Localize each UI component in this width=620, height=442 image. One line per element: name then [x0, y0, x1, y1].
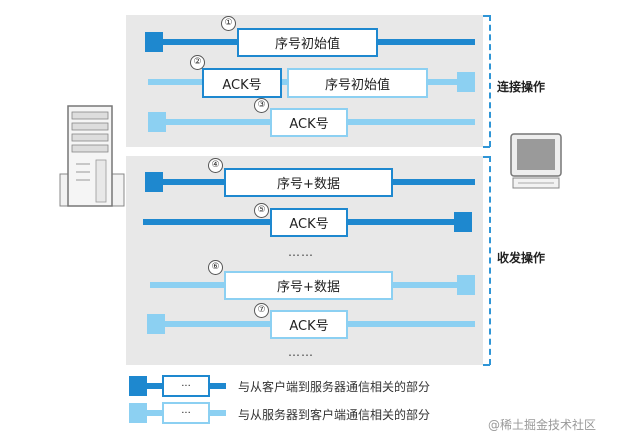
message-2-ack-box: ACK号 — [202, 68, 282, 98]
message-5-box: ACK号 — [270, 208, 348, 237]
legend-dark-box: ··· — [162, 375, 210, 397]
message-2-ack-label: ACK号 — [222, 77, 262, 93]
legend-server-to-client-text: 与从服务器到客户端通信相关的部分 — [238, 408, 431, 422]
connect-brace-bottom — [483, 146, 490, 148]
client-computer-icon — [510, 133, 562, 189]
transfer-phase-label: 收发操作 — [497, 251, 546, 265]
message-3-label: ACK号 — [289, 117, 329, 132]
arrow-7-head — [147, 314, 165, 334]
step-1-badge: ① — [221, 16, 236, 31]
message-5-label: ACK号 — [289, 217, 329, 232]
connect-brace-top — [483, 15, 490, 17]
legend-dark-box-text: ··· — [181, 380, 191, 392]
arrow-6-head — [457, 275, 475, 295]
legend-dark-arrow-head — [129, 376, 147, 396]
connect-phase-label: 连接操作 — [497, 80, 546, 94]
arrow-3-head — [148, 112, 166, 132]
transfer-brace-bottom — [483, 364, 490, 366]
message-3-box: ACK号 — [270, 108, 348, 137]
message-4-box: 序号+数据 — [224, 168, 393, 197]
message-7-box: ACK号 — [270, 310, 348, 339]
step-7-badge: ⑦ — [254, 303, 269, 318]
message-1-label: 序号初始值 — [274, 37, 340, 52]
message-2-seq-box: 序号初始值 — [287, 68, 428, 98]
arrow-1-head — [145, 32, 163, 52]
step-3-badge: ③ — [254, 98, 269, 113]
server-icon — [59, 105, 125, 207]
legend-client-to-server-text: 与从客户端到服务器通信相关的部分 — [238, 380, 431, 394]
connect-brace — [489, 15, 491, 147]
legend-light-box-text: ··· — [181, 407, 191, 419]
message-1-box: 序号初始值 — [237, 28, 378, 57]
watermark: @稀土掘金技术社区 — [488, 418, 597, 432]
transfer-brace-top — [483, 156, 490, 158]
ellipsis-lower: …… — [288, 345, 314, 359]
arrow-4-head — [145, 172, 163, 192]
ellipsis-upper: …… — [288, 245, 314, 259]
message-6-box: 序号+数据 — [224, 271, 393, 300]
step-6-badge: ⑥ — [208, 260, 223, 275]
step-2-badge: ② — [190, 55, 205, 70]
message-6-label: 序号+数据 — [277, 280, 340, 295]
transfer-brace — [489, 156, 491, 365]
arrow-2-head — [457, 72, 475, 92]
message-4-label: 序号+数据 — [277, 177, 340, 192]
legend-light-box: ··· — [162, 402, 210, 424]
message-7-label: ACK号 — [289, 319, 329, 334]
legend-light-arrow-head — [129, 403, 147, 423]
arrow-5-head — [454, 212, 472, 232]
step-5-badge: ⑤ — [254, 203, 269, 218]
step-4-badge: ④ — [208, 158, 223, 173]
message-2-seq-label: 序号初始值 — [324, 77, 390, 93]
